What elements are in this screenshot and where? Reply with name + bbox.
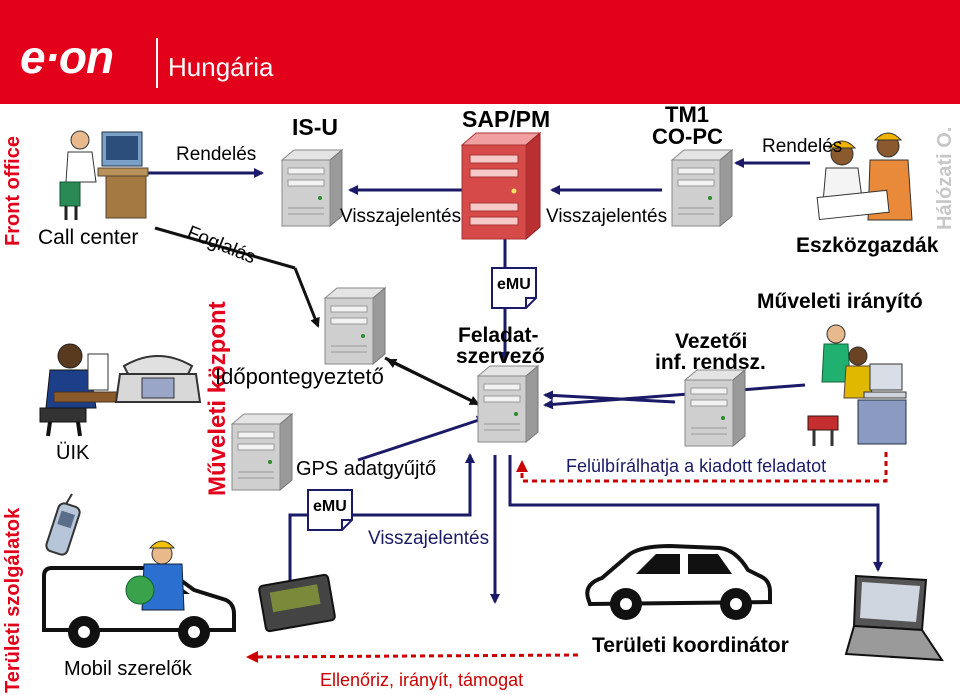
ops-controller-to-task-arrow: [543, 383, 806, 410]
override-dotted-line: [516, 452, 888, 483]
isu-label: IS-U: [292, 114, 338, 140]
check-label: Ellenőriz, irányít, támogat: [320, 670, 524, 690]
call-center-label: Call center: [38, 226, 139, 249]
region-label: Hungária: [168, 52, 274, 82]
uik-phone-operator-icon: [39, 343, 121, 437]
task-organizer-label-line2: szervező: [456, 345, 545, 368]
order-label-left: Rendelés: [176, 144, 257, 165]
report-label-1: Visszajelentés: [340, 206, 462, 227]
task-organizer-server-icon: [476, 364, 540, 444]
tm1-label-line1: TM1: [665, 102, 709, 127]
mobile-phone-icon: [45, 493, 81, 556]
call-center-operator-icon: [59, 130, 149, 220]
asset-managers-label: Eszközgazdák: [796, 234, 939, 257]
telephone-icon: [114, 355, 202, 403]
mis-label-line1: Vezetői: [675, 330, 748, 353]
emu-label-top: eMU: [497, 276, 531, 293]
uik-label: ÜIK: [56, 442, 90, 464]
tm1-label-line2: CO-PC: [652, 124, 723, 149]
emu-document-icon-bottom: [307, 489, 353, 531]
emu-document-icon-top: [491, 267, 537, 309]
scheduler-task-link: [384, 356, 480, 406]
scheduler-server-icon: [323, 286, 387, 366]
gps-handheld-device-icon: [258, 573, 336, 633]
eon-logo: e·on: [20, 31, 114, 83]
report-label-2: Visszajelentés: [546, 206, 668, 227]
ops-controller-workstation-icon: [807, 324, 907, 446]
laptop-icon: [844, 574, 944, 662]
ops-controller-label: Műveleti irányító: [757, 290, 923, 313]
area-coordinator-label: Területi koordinátor: [592, 634, 789, 657]
gps-server-icon: [230, 412, 294, 492]
asset-managers-engineers-icon: [816, 132, 913, 221]
scheduler-label: Időpontegyeztető: [215, 364, 384, 389]
logo-divider: [156, 38, 158, 88]
sappm-label: SAP/PM: [462, 106, 551, 132]
task-organizer-label-line1: Feladat-: [458, 324, 539, 347]
emu-label-bottom: eMU: [313, 498, 347, 515]
mobile-workers-van-icon: [42, 540, 236, 648]
check-dotted-line: [246, 650, 579, 663]
isu-server-icon: [280, 148, 344, 228]
mobile-workers-label: Mobil szerelők: [64, 658, 192, 680]
report-label-3: Visszajelentés: [368, 528, 490, 549]
area-coordinator-car-icon: [585, 543, 772, 620]
mis-label-line2: inf. rendsz.: [655, 351, 766, 374]
header-bar: e·on Hungária: [0, 0, 960, 104]
gps-to-task-arrow: [357, 415, 487, 462]
booking-arrow: [154, 226, 320, 328]
sappm-server-icon: [460, 131, 542, 241]
mis-server-icon: [683, 368, 747, 448]
override-label: Felülbírálhatja a kiadott feladatot: [566, 456, 827, 476]
task-to-laptop-arrow: [508, 455, 883, 572]
tm1-server-icon: [670, 148, 734, 228]
report-arrow-3: [288, 453, 475, 595]
order-label-right: Rendelés: [762, 136, 843, 157]
gps-collector-label: GPS adatgyűjtő: [296, 458, 437, 480]
